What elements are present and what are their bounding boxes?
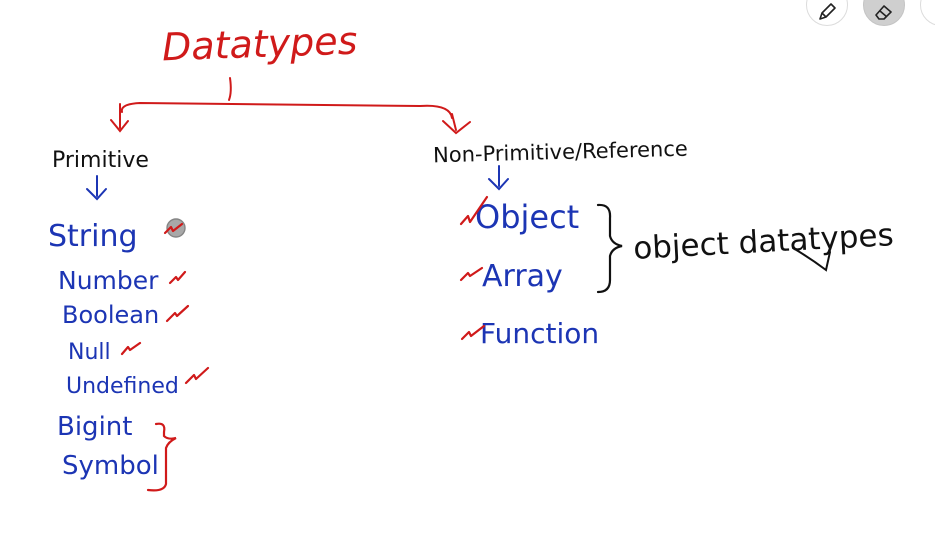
pencil-icon <box>819 3 836 20</box>
item-symbol: Symbol <box>62 451 159 481</box>
item-null: Null <box>68 340 111 365</box>
non-primitive-checkmarks <box>459 195 489 341</box>
heading-arrows <box>86 165 509 201</box>
item-boolean: Boolean <box>62 301 159 329</box>
tree-connectors <box>110 77 471 135</box>
item-bigint: Bigint <box>57 412 132 442</box>
eraser-icon <box>875 5 892 20</box>
non-primitive-list: Object Array Function <box>475 198 599 350</box>
primitive-checkmarks <box>120 218 210 385</box>
item-string: String <box>48 219 138 254</box>
item-object: Object <box>475 198 579 236</box>
item-number: Number <box>58 266 159 295</box>
primitive-heading: Primitive <box>52 148 149 173</box>
bigint-symbol-bracket <box>146 422 177 492</box>
diagram-title: Datatypes <box>161 19 358 70</box>
non-primitive-heading: Non-Primitive/Reference <box>433 137 688 168</box>
item-array: Array <box>482 259 563 294</box>
object-group-brace <box>596 203 623 294</box>
item-function: Function <box>480 317 599 350</box>
primitive-list: String Number Boolean Null Undefined Big… <box>48 219 179 481</box>
label-underscore-stroke <box>792 247 831 272</box>
item-undefined: Undefined <box>66 374 179 399</box>
object-datatypes-label: object datatypes <box>632 217 894 267</box>
